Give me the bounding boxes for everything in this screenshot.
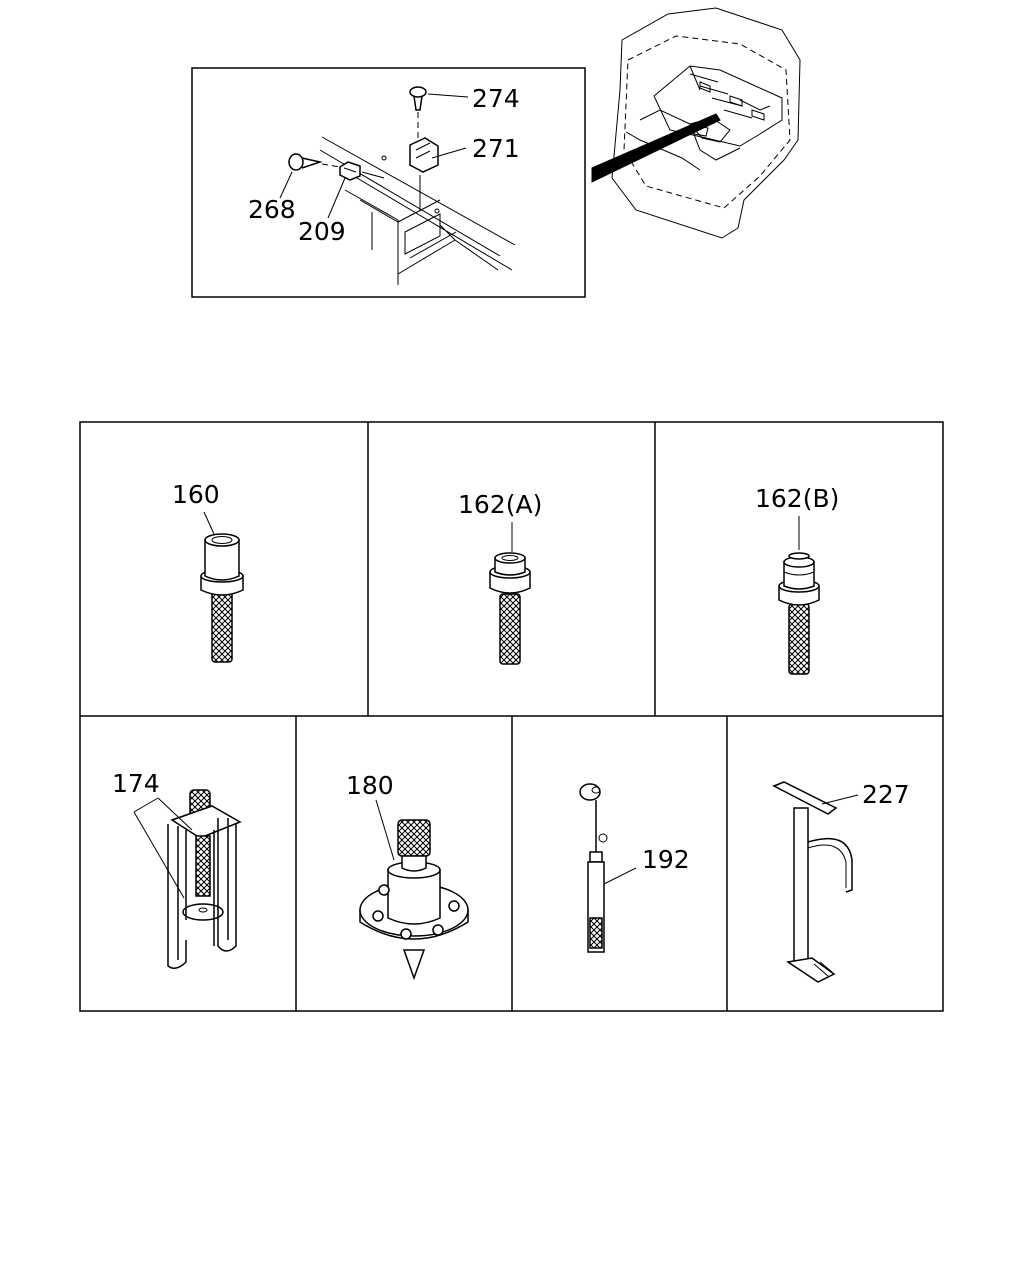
callout-162a: 162(A) xyxy=(458,490,542,519)
callout-274: 274 xyxy=(472,84,520,113)
tool-160-adapter: 160 xyxy=(172,480,244,663)
tool-162b-adapter: 162(B) xyxy=(755,484,839,675)
tool-180-flange-tool: 180 xyxy=(346,771,469,981)
pointer-wedge xyxy=(591,113,721,183)
cab-overview xyxy=(591,7,801,239)
tool-192-tester: 192 xyxy=(579,783,690,953)
callout-192: 192 xyxy=(642,845,690,874)
tool-174-puller: 174 xyxy=(112,769,242,969)
part-209-grommet xyxy=(339,161,361,181)
part-268-rivet xyxy=(288,153,323,171)
inset-frame xyxy=(191,67,586,298)
part-271-clip xyxy=(409,137,439,173)
inset-mount-detail: 274 271 268 209 xyxy=(191,67,586,298)
callout-268: 268 xyxy=(248,195,296,224)
callout-160: 160 xyxy=(172,480,220,509)
callout-227: 227 xyxy=(862,780,910,809)
tool-162a-adapter: 162(A) xyxy=(458,490,542,665)
tool-227-pump: 227 xyxy=(772,780,910,983)
callout-180: 180 xyxy=(346,771,394,800)
callout-209: 209 xyxy=(298,217,346,246)
callout-271: 271 xyxy=(472,134,520,163)
tool-grid xyxy=(79,421,944,1012)
part-274-screw xyxy=(409,86,427,111)
callout-174: 174 xyxy=(112,769,160,798)
callout-162b: 162(B) xyxy=(755,484,839,513)
